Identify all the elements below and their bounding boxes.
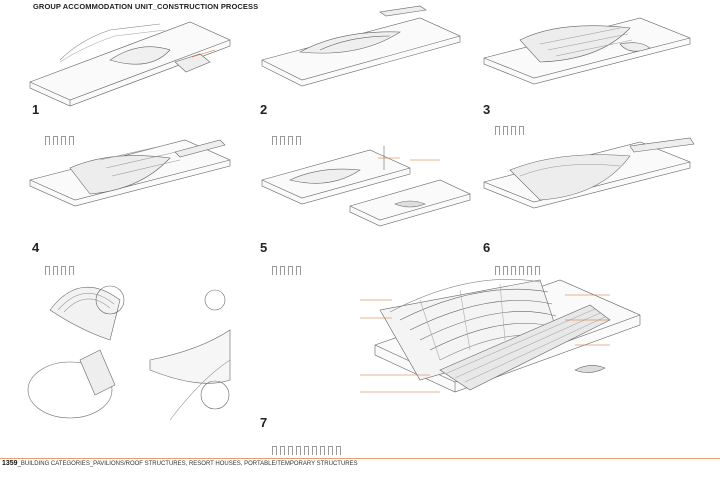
worker-figures-6 <box>495 266 540 275</box>
footer-divider <box>0 458 720 459</box>
step-number-1: 1 <box>32 102 40 117</box>
panel-4-drawing <box>29 139 231 207</box>
panel-4-details <box>27 285 231 421</box>
footer-code: 1359 <box>2 460 18 467</box>
footer: 1359_BUILDING CATEGORIES_PAVILIONS/ROOF … <box>2 460 358 467</box>
step-number-6: 6 <box>483 240 491 255</box>
worker-figures-5 <box>272 266 301 275</box>
footer-text: _BUILDING CATEGORIES_PAVILIONS/ROOF STRU… <box>17 461 358 467</box>
worker-figures-4 <box>45 266 74 275</box>
step-number-2: 2 <box>260 102 268 117</box>
worker-figures-2 <box>272 136 301 145</box>
panel-1-drawing <box>29 21 231 107</box>
panel-6-drawing <box>483 137 695 209</box>
worker-figures-3 <box>495 126 524 135</box>
step-number-3: 3 <box>483 102 491 117</box>
worker-figures-1 <box>45 136 74 145</box>
step-number-7: 7 <box>260 415 268 430</box>
step-number-5: 5 <box>260 240 268 255</box>
worker-figures-7 <box>272 446 341 455</box>
panel-5-drawing <box>261 146 471 227</box>
panel-2-drawing <box>261 5 461 87</box>
step-number-4: 4 <box>32 240 40 255</box>
panel-7-drawing <box>360 279 641 393</box>
page-title: GROUP ACCOMMODATION UNIT_CONSTRUCTION PR… <box>33 2 259 11</box>
panel-3-drawing <box>483 17 691 85</box>
